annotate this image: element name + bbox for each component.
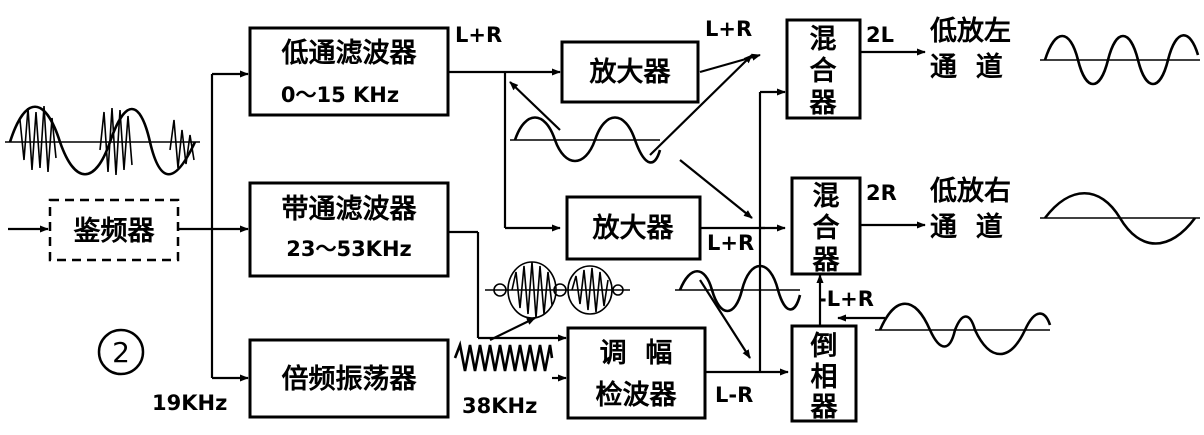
left-channel-line2: 通 道 — [930, 51, 1003, 83]
neg-lr-wave — [878, 302, 1052, 356]
lr-diff-wave — [678, 264, 802, 313]
discriminator-box — [48, 198, 180, 262]
mixer-bottom-box — [790, 176, 862, 276]
amplifier-top-label: 放大器 — [589, 56, 672, 88]
mixer-top-box — [785, 18, 862, 120]
inverter-char-2: 相 — [811, 362, 838, 393]
signal-wires — [8, 48, 926, 382]
right-channel-line1: 低放右 — [929, 175, 1011, 207]
lr-diff-label: L-R — [715, 383, 753, 407]
mixer-top-char-2: 合 — [810, 55, 837, 87]
lr-sum-top-label: L+R — [705, 17, 752, 41]
lr-sum-wave — [513, 116, 662, 164]
out-2r-label: 2R — [866, 181, 897, 205]
lr-sum-lowpass-label: L+R — [455, 23, 502, 47]
phase-inverter-box — [790, 324, 858, 423]
figure-number: 2 — [112, 336, 130, 369]
lowpass-title: 低通滤波器 — [281, 38, 418, 69]
bandpass-range: 23～53KHz — [286, 237, 412, 261]
mixer-top-char-1: 混 — [810, 24, 837, 55]
lowpass-range: 0～15 KHz — [281, 83, 399, 107]
mixer-top-char-3: 器 — [809, 88, 838, 119]
right-channel-line2: 通 道 — [930, 211, 1003, 243]
mixer-bottom-char-2: 合 — [813, 212, 840, 244]
right-output-wave — [1043, 192, 1197, 245]
waveforms — [5, 34, 1200, 372]
discriminator-label: 鉴频器 — [73, 216, 156, 247]
inverter-char-3: 器 — [810, 392, 839, 423]
am-detector-box — [566, 326, 707, 420]
neg-lr-label: -L+R — [818, 287, 874, 311]
mixer-bottom-char-3: 器 — [812, 245, 841, 276]
am-subcarrier-wave — [493, 261, 624, 319]
out-2l-label: 2L — [866, 23, 894, 47]
figure-number-circle — [97, 328, 145, 376]
composite-signal-fill — [19, 105, 195, 176]
freq-38k-label: 38KHz — [462, 394, 537, 418]
multiplier-oscillator-box — [248, 338, 450, 419]
left-output-wave — [1043, 34, 1200, 86]
bandpass-filter-box — [248, 181, 450, 278]
amplifier-top-box — [560, 40, 700, 104]
pilot-38k-zigzag — [453, 340, 554, 372]
mixer-bottom-char-1: 混 — [813, 181, 840, 212]
inverter-char-1: 倒 — [810, 331, 838, 362]
freq-19k-label: 19KHz — [152, 391, 227, 415]
am-detector-line1: 调 幅 — [600, 338, 673, 369]
amplifier-mid-box — [565, 195, 702, 261]
bandpass-title: 带通滤波器 — [282, 194, 418, 225]
amplifier-mid-label: 放大器 — [592, 212, 675, 244]
left-channel-line1: 低放左 — [929, 15, 1011, 47]
am-detector-line2: 检波器 — [596, 379, 678, 411]
lowpass-filter-box — [248, 26, 450, 117]
multiplier-label: 倍频振荡器 — [282, 363, 418, 395]
lr-sum-mid-label: L+R — [707, 231, 754, 255]
